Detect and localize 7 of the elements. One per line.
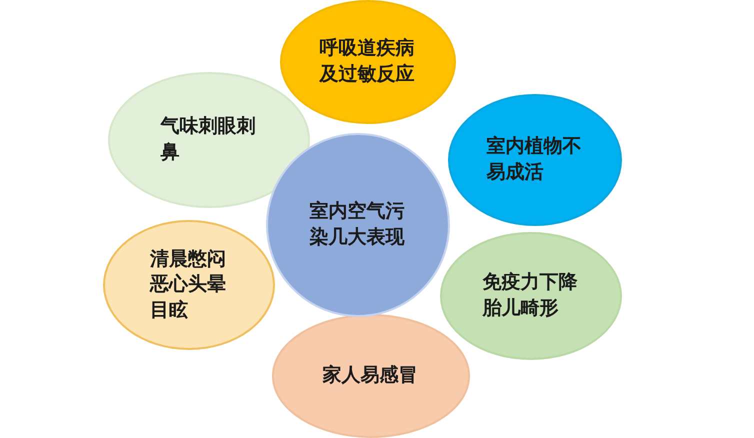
topic-text: 室内空气污染几大表现 xyxy=(310,200,406,250)
topic-text: 呼吸道疾病及过敏反应 xyxy=(320,36,416,87)
topic-text: 清晨憋闷恶心头晕目眩 xyxy=(150,248,227,323)
topic-text: 免疫力下降胎儿畸形 xyxy=(482,270,578,321)
topic-text: 家人易感冒 xyxy=(322,364,418,388)
topic-text: 室内植物不易成活 xyxy=(486,134,582,185)
topic-text: 气味刺眼刺鼻 xyxy=(160,115,256,165)
